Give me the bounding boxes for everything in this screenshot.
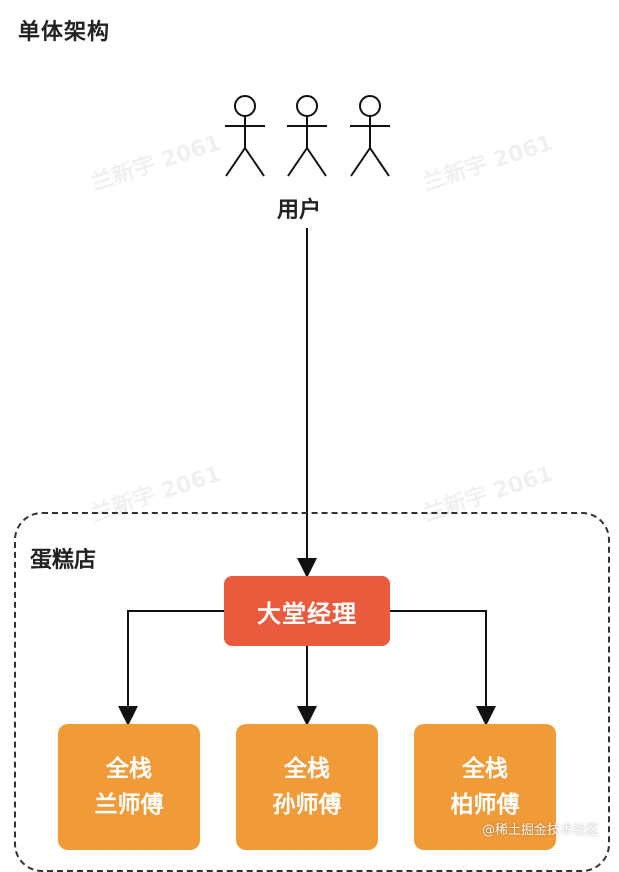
user-figure-3-icon [350, 95, 390, 177]
diagram-title: 单体架构 [18, 20, 111, 45]
worker-box-lan: 全栈 兰师傅 [58, 724, 200, 850]
worker-box-bai: 全栈 柏师傅 [414, 724, 556, 850]
worker-role-label: 全栈 [462, 756, 508, 782]
user-label: 用户 [277, 198, 322, 223]
user-figure-1-icon [225, 95, 265, 177]
worker-role-label: 全栈 [284, 756, 330, 782]
worker-name-label: 柏师傅 [450, 792, 520, 818]
user-figure-2-icon [287, 95, 327, 177]
worker-role-label: 全栈 [106, 756, 152, 782]
lobby-manager-box: 大堂经理 [224, 576, 390, 646]
arrow-manager-to-worker-3 [390, 610, 496, 726]
worker-box-sun: 全栈 孙师傅 [236, 724, 378, 850]
footer-watermark: @稀土掘金技术社区 [481, 823, 599, 838]
worker-name-label: 孙师傅 [272, 792, 342, 818]
arrow-manager-to-worker-1 [118, 610, 224, 726]
cake-shop-label: 蛋糕店 [30, 548, 97, 573]
worker-name-label: 兰师傅 [94, 792, 164, 818]
